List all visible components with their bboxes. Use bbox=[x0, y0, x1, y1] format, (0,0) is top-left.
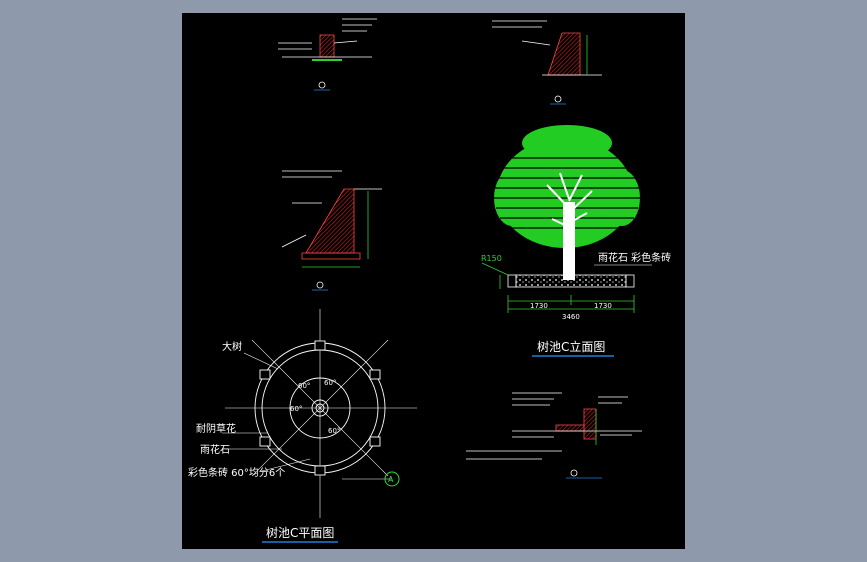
stone-brick-label: 雨花石 彩色条砖 bbox=[598, 251, 671, 264]
section-detail-3 bbox=[281, 170, 382, 291]
plan-leaders bbox=[222, 352, 392, 480]
svg-text:A: A bbox=[388, 475, 394, 484]
drawing-sheet: R150 雨花石 彩色条砖 1730 1730 3460 树池C立面图 bbox=[182, 13, 685, 549]
label-grass: 耐阴草花 bbox=[196, 422, 236, 435]
plan-brick-marks bbox=[259, 340, 381, 476]
radius-label: R150 bbox=[481, 254, 502, 263]
section-detail-4 bbox=[466, 392, 642, 479]
section-detail-2 bbox=[492, 20, 602, 105]
label-brick: 彩色条砖 60°均分6个 bbox=[188, 466, 285, 479]
tree-elevation: R150 雨花石 彩色条砖 1730 1730 3460 树池C立面图 bbox=[481, 125, 671, 357]
label-tree: 大树 bbox=[222, 340, 242, 353]
section-detail-1 bbox=[278, 18, 377, 91]
plan-title: 树池C平面图 bbox=[266, 525, 334, 540]
section-marker-a: A bbox=[384, 471, 400, 487]
tree-trunk bbox=[546, 172, 593, 280]
angle-label-4: 60° bbox=[328, 427, 340, 435]
elevation-title: 树池C立面图 bbox=[537, 339, 605, 354]
plan-view: 大树 耐阴草花 雨花石 彩色条砖 60°均分6个 60° 60° 60° 60°… bbox=[188, 309, 417, 543]
dim-left: 1730 bbox=[530, 302, 548, 310]
tree-planter bbox=[507, 274, 635, 288]
tree-canopy bbox=[494, 125, 640, 248]
angle-label-1: 60° bbox=[298, 382, 310, 390]
dim-total: 3460 bbox=[562, 313, 580, 321]
elevation-dimensions bbox=[481, 262, 635, 313]
cad-drawing: R150 雨花石 彩色条砖 1730 1730 3460 树池C立面图 bbox=[188, 18, 671, 543]
dim-right: 1730 bbox=[594, 302, 612, 310]
label-stone: 雨花石 bbox=[200, 443, 230, 456]
angle-label-2: 60° bbox=[324, 379, 336, 387]
angle-label-3: 60° bbox=[290, 405, 302, 413]
plan-axes bbox=[225, 309, 417, 518]
